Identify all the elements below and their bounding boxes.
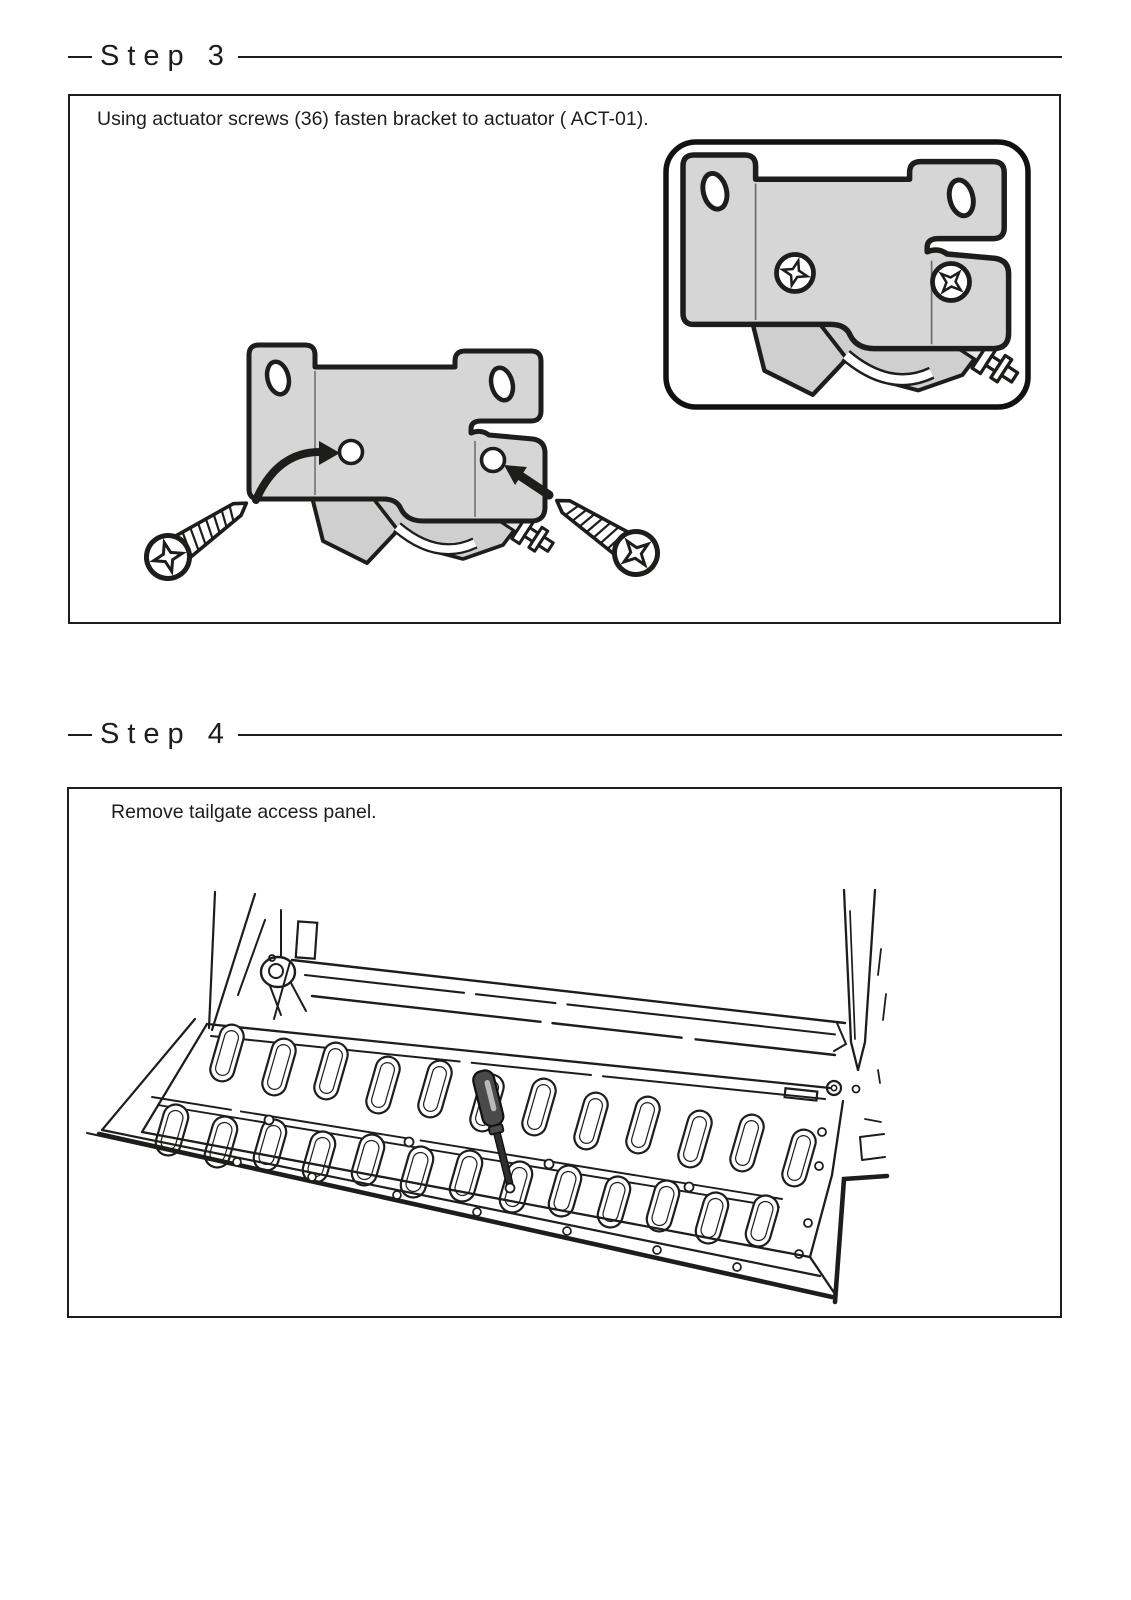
- rail-holes: [232, 1157, 742, 1272]
- step3-illustration: [70, 139, 1031, 622]
- header-left-dash: [68, 733, 92, 736]
- actuator-screw-left-icon: [138, 485, 258, 586]
- header-rule: [237, 733, 1062, 736]
- installed-screw-left-icon: [774, 252, 816, 294]
- step3-box: Using actuator screws (36) fasten bracke…: [68, 94, 1061, 624]
- screwdriver-icon: [472, 1069, 514, 1186]
- installed-screw-right-icon: [930, 261, 972, 303]
- straight-arrow: [514, 470, 554, 500]
- straight-arrow-head: [504, 465, 527, 485]
- bottom-rail: [86, 1128, 890, 1305]
- step4-box: Remove tailgate access panel.: [67, 787, 1062, 1318]
- step4-title: Step 4: [100, 718, 232, 750]
- header-rule: [237, 55, 1062, 58]
- pillar-label-sticker: [294, 920, 319, 960]
- inset-assembled-view: [663, 139, 1031, 410]
- bed-side-panel: [842, 888, 887, 1161]
- panel-holes: [263, 1114, 827, 1259]
- step4-illustration: [86, 888, 890, 1305]
- curved-arrow-head: [319, 441, 340, 465]
- step3-title: Step 3: [100, 40, 232, 72]
- bracket-assembly-main: [138, 345, 666, 587]
- bed-floor-thick-corner: [832, 1173, 890, 1305]
- bed-rail-thick-edge: [96, 1131, 835, 1300]
- tailgate-left-pillar: [207, 890, 319, 1032]
- actuator-screw-right-icon: [545, 483, 666, 583]
- hinge-cup: [259, 955, 297, 989]
- step3-header: Step 3: [68, 40, 1062, 73]
- tailgate-top-cap: [290, 958, 848, 1057]
- step4-header: Step 4: [68, 718, 1062, 751]
- step4-instruction: Remove tailgate access panel.: [111, 801, 377, 823]
- step3-instruction: Using actuator screws (36) fasten bracke…: [97, 108, 649, 130]
- curved-arrow: [252, 447, 326, 504]
- header-left-dash: [68, 55, 92, 58]
